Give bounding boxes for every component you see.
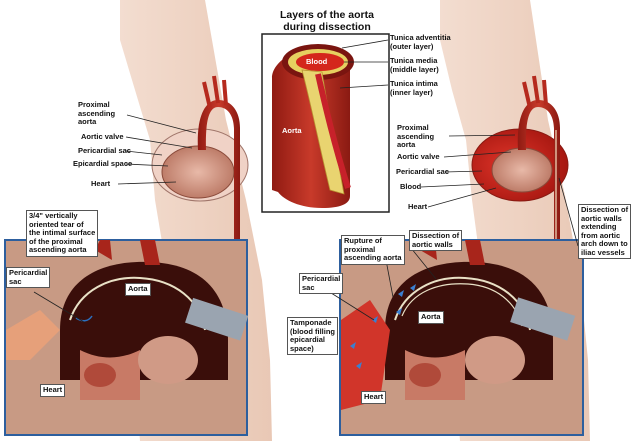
- title-line-2: during dissection: [283, 21, 371, 33]
- leader-lines: [33, 39, 579, 323]
- label-heart-inset-left: Heart: [40, 384, 66, 397]
- label-pericardial-sac-right: Pericardial sac: [396, 167, 449, 176]
- label-blood-layer: Blood: [306, 57, 328, 66]
- title-line-1: Layers of the aorta: [280, 9, 374, 21]
- label-aorta-inset-right: Aorta: [418, 311, 444, 324]
- label-heart-right: Heart: [408, 202, 428, 211]
- label-heart-left: Heart: [91, 179, 111, 188]
- label-heart-inset-right: Heart: [361, 391, 387, 404]
- label-aortic-valve-left: Aortic valve: [81, 132, 124, 141]
- label-aorta-layer: Aorta: [282, 126, 302, 135]
- label-blood-right: Blood: [400, 182, 422, 191]
- label-tunica-intima: Tunica intima(inner layer): [390, 79, 438, 97]
- label-tunica-media: Tunica media(middle layer): [390, 56, 439, 74]
- label-tunica-adventitia: Tunica adventitia(outer layer): [390, 33, 451, 51]
- label-aorta-inset-left: Aorta: [125, 283, 151, 296]
- layers-panel: [261, 33, 390, 213]
- label-epicardial-space: Epicardial space: [73, 159, 133, 168]
- panel-title: Layers of the aorta during dissection: [262, 9, 392, 33]
- label-aortic-valve-right: Aortic valve: [397, 152, 440, 161]
- label-pericardial-sac-left: Pericardial sac: [78, 146, 131, 155]
- right-inset: [339, 239, 584, 436]
